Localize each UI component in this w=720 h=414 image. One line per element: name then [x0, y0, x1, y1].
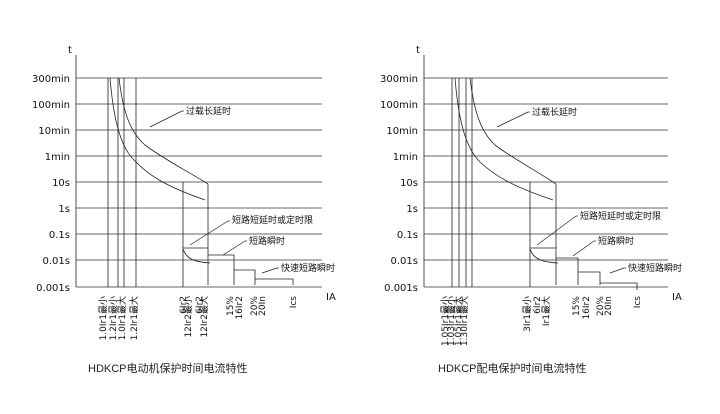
- chart1-annotation-leader: [261, 267, 278, 274]
- chart1-x-axis-symbol: IA: [326, 292, 336, 303]
- chart2-x-label: 16Ir2: [582, 296, 592, 320]
- chart2-x-label: 20%: [596, 296, 606, 316]
- chart1-y-tick-label: 10s: [52, 178, 70, 189]
- chart1-y-tick-label: 300min: [32, 74, 70, 85]
- chart2-annotation-leader: [609, 267, 625, 274]
- chart2-x-axis-symbol: IA: [672, 292, 682, 303]
- chart2-step-block: [578, 271, 601, 285]
- right-chart-caption: HDKCP配电保护时间电流特性: [438, 363, 587, 375]
- chart2-annotation-label: 短路短延时或定时限: [580, 210, 661, 222]
- chart1-x-label: 16Ir2: [235, 296, 245, 320]
- chart1-x-label: 20In: [258, 296, 268, 316]
- chart2-y-axis-symbol: t: [416, 45, 420, 56]
- chart2-overload-curve: [469, 77, 557, 185]
- chart2-x-label: 1.05Ir1最大: [452, 296, 464, 346]
- chart1-step-block: [255, 278, 294, 285]
- left-chart-caption: HDKCP电动机保护时间电流特性: [88, 363, 248, 375]
- chart2-x-label: Ics: [633, 296, 643, 309]
- chart2-annotation-label: 过载长延时: [532, 106, 577, 118]
- chart2-step-block: [556, 257, 579, 285]
- chart1-x-label: 20%: [250, 296, 260, 316]
- chart1-step-block: [234, 269, 256, 285]
- chart2-y-tick-label: 1s: [406, 204, 418, 215]
- chart1-step-block: [183, 247, 209, 285]
- chart1-y-tick-label: 1min: [45, 152, 70, 163]
- chart1-x-label: 1.2Ir1最大: [128, 296, 140, 340]
- chart2-step-block: [600, 282, 638, 290]
- chart1-y-tick-label: 0.1s: [49, 230, 70, 241]
- chart1-x-label: 15%: [226, 296, 236, 316]
- chart2-annotation-label: 快速短路瞬时: [628, 262, 682, 274]
- chart2-overload-curve: [454, 77, 554, 201]
- chart2-x-label: 3Ir1最小: [522, 296, 533, 332]
- chart2-annotation-leader: [536, 215, 577, 246]
- chart1-x-label: 1.2Ir1最小: [108, 296, 119, 340]
- chart2-annotation-leader: [572, 240, 595, 257]
- chart1-x-label: 12Ir2最小: [183, 296, 194, 338]
- chart1-annotation-leader: [222, 240, 246, 256]
- chart2-y-tick-label: 0.01s: [391, 256, 418, 267]
- chart1-x-label: 6Ir2: [179, 296, 189, 314]
- chart2-x-label: 1.05Ir1最小: [440, 296, 451, 346]
- chart1-step-block: [208, 254, 235, 285]
- chart2-y-tick-label: 10min: [386, 126, 418, 137]
- chart1-annotation-label: 快速短路瞬时: [281, 262, 335, 274]
- chart2-step-block: [530, 247, 557, 285]
- chart2-x-label: 20In: [604, 296, 614, 316]
- chart2-annotation-label: 短路瞬时: [598, 235, 634, 247]
- chart1-annotation-label: 短路短延时或定时限: [232, 214, 313, 226]
- chart2-x-label: 15%: [572, 296, 582, 316]
- chart2-x-label: 6Ir2: [533, 296, 543, 314]
- chart1-x-label: 12Ir2最大: [198, 296, 210, 338]
- chart1-x-label: 6Ir2: [195, 296, 205, 314]
- chart1-y-tick-label: 1s: [58, 204, 70, 215]
- chart2-short-delay-hook: [529, 248, 559, 264]
- chart2-x-label: Ir1最大: [540, 296, 552, 326]
- chart1-x-label: Ics: [289, 296, 299, 309]
- chart2-x-label: 1.03Ir1最小: [446, 296, 457, 346]
- chart1-annotation-label: 短路瞬时: [249, 235, 285, 247]
- chart1-overload-curve: [118, 77, 209, 185]
- chart1-y-tick-label: 10min: [38, 126, 70, 137]
- chart1-x-label: 1.0Ir1最大: [116, 296, 128, 340]
- chart1-y-axis-symbol: t: [68, 45, 72, 56]
- chart2-annotation-leader: [496, 111, 529, 128]
- chart1-y-tick-label: 100min: [32, 100, 70, 111]
- chart2-y-tick-label: 1min: [393, 152, 418, 163]
- chart1-annotation-leader: [149, 110, 183, 128]
- chart1-y-tick-label: 0.01s: [43, 256, 70, 267]
- chart1-overload-curve: [109, 77, 206, 201]
- chart2-x-label: 1.30Ir1最大: [458, 296, 470, 346]
- chart1-annotation-label: 过载长延时: [186, 105, 231, 117]
- chart2-y-tick-label: 100min: [380, 100, 418, 111]
- chart1-annotation-leader: [189, 220, 229, 246]
- chart1-y-tick-label: 0.001s: [36, 283, 70, 294]
- chart1-short-delay-hook: [182, 248, 211, 264]
- chart2-y-tick-label: 10s: [400, 178, 418, 189]
- chart1-x-label: 1.0Ir1最小: [98, 296, 109, 340]
- chart2-y-tick-label: 300min: [380, 74, 418, 85]
- chart2-y-tick-label: 0.001s: [384, 283, 418, 294]
- chart2-y-tick-label: 0.1s: [397, 230, 418, 241]
